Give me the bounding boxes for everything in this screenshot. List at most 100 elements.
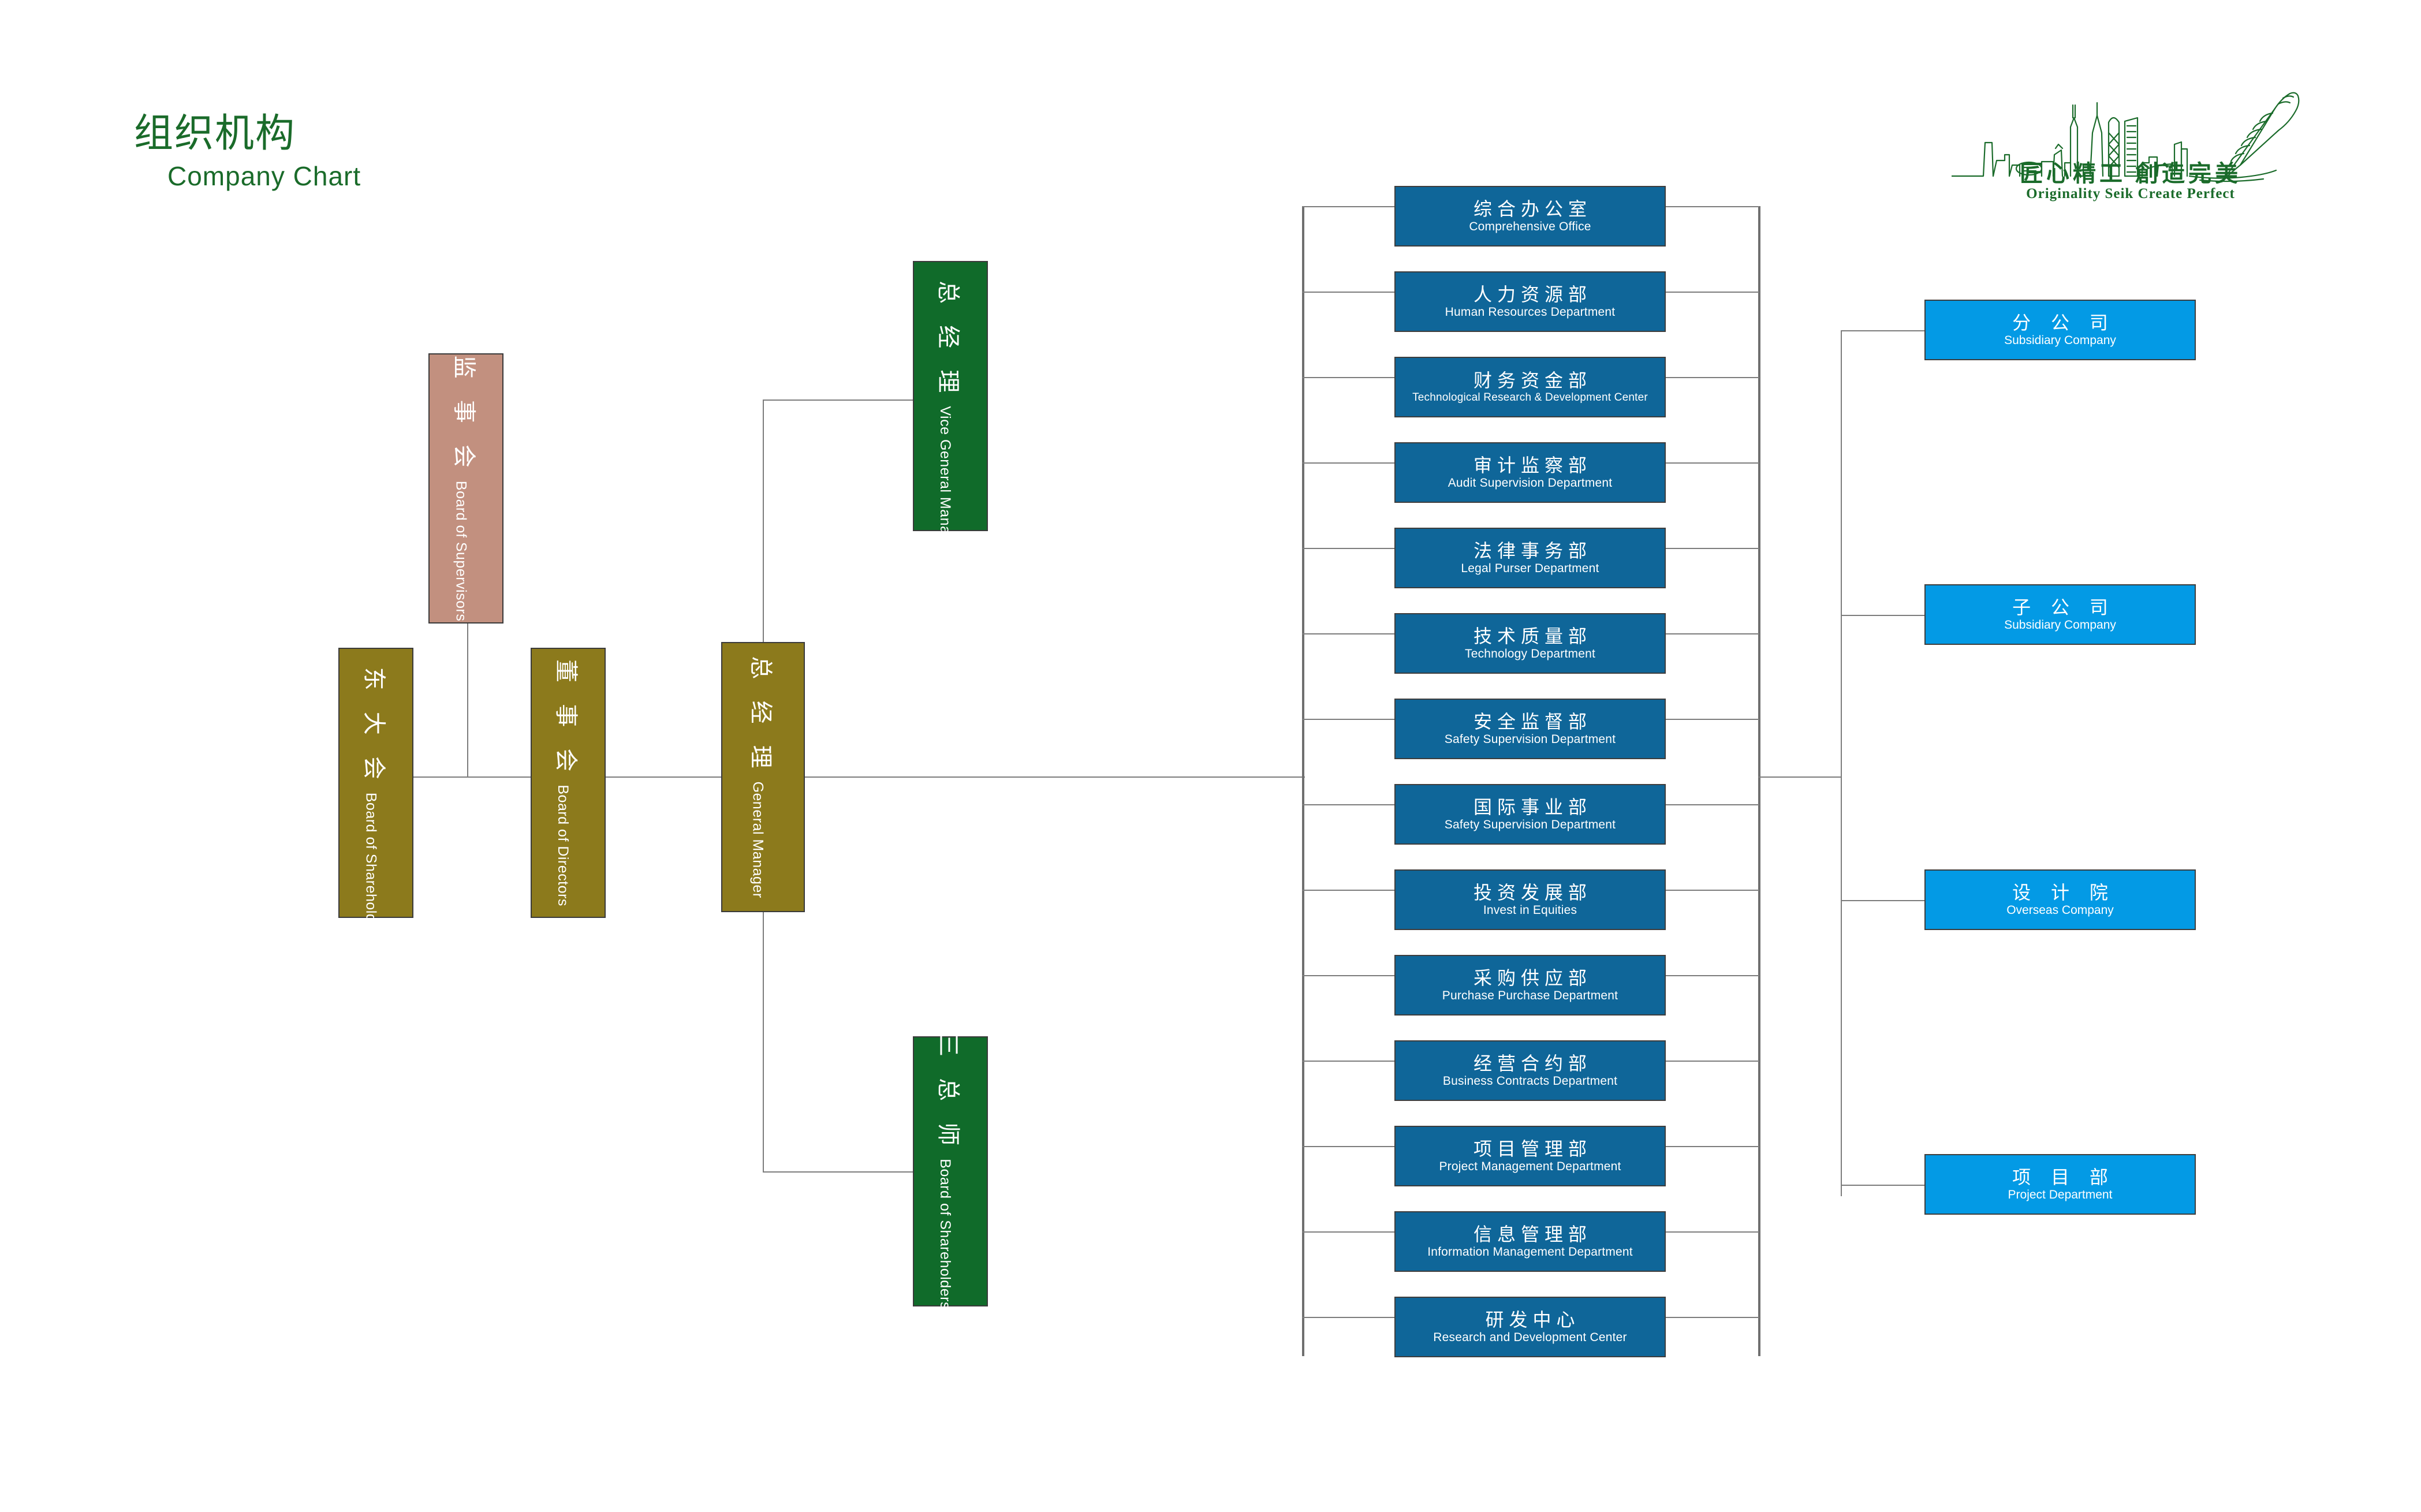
sub-label-cn: 分 公 司: [2012, 312, 2116, 334]
connector-dept-branch: [1302, 1146, 1394, 1147]
connector-dept-branch-right: [1666, 1146, 1759, 1147]
connector-dept-branch-right: [1666, 292, 1759, 293]
connector-dept-branch: [1302, 719, 1394, 720]
dept-label-en: Project Management Department: [1439, 1159, 1621, 1173]
node-label-cn: 总 经 理: [748, 656, 774, 776]
node-label-en: Board of Directors: [555, 785, 572, 906]
dept-label-en: Information Management Department: [1427, 1245, 1633, 1259]
dept-label-cn: 项目管理部: [1473, 1138, 1592, 1159]
connector-dept-branch: [1302, 1061, 1394, 1062]
connector-dept-branch-right: [1666, 206, 1759, 207]
node-three-chief-engineers[interactable]: 三 总 师 Board of Shareholders: [913, 1033, 988, 1309]
page-title-en: Company Chart: [167, 161, 361, 191]
connector-dept-branch: [1302, 1317, 1394, 1318]
connector-dept-branch-right: [1666, 1061, 1759, 1062]
node-department[interactable]: 审计监察部 Audit Supervision Department: [1394, 442, 1666, 503]
node-department[interactable]: 经营合约部 Business Contracts Department: [1394, 1040, 1666, 1101]
dept-label-en: Legal Purser Department: [1461, 561, 1599, 575]
dept-label-en: Technology Department: [1465, 647, 1595, 660]
sub-label-en: Subsidiary Company: [2004, 618, 2116, 632]
node-label-en: Board of Supervisors: [453, 480, 469, 622]
node-general-manager[interactable]: 总 经 理 General Manager: [721, 642, 805, 912]
connector-dept-branch-right: [1666, 1231, 1759, 1233]
node-department[interactable]: 国际事业部 Safety Supervision Department: [1394, 784, 1666, 845]
connector-dept-branch-right: [1666, 890, 1759, 891]
page-title-cn: 组织机构: [134, 111, 296, 155]
dept-label-cn: 投资发展部: [1473, 882, 1592, 903]
connector-dept-branch-right: [1666, 975, 1759, 976]
node-subsidiary[interactable]: 项 目 部 Project Department: [1924, 1154, 2196, 1215]
dept-label-en: Purchase Purchase Department: [1442, 988, 1618, 1002]
node-board-of-supervisors[interactable]: 监 事 会 Board of Supervisors: [428, 353, 503, 624]
sub-label-en: Overseas Company: [2006, 903, 2114, 917]
node-label-en: Vice General Manager: [937, 406, 953, 557]
dept-label-cn: 审计监察部: [1473, 454, 1592, 476]
dept-label-cn: 人力资源部: [1473, 283, 1592, 305]
node-vice-general-manager[interactable]: 副 总 经 理 Vice General Manager: [913, 236, 988, 556]
dept-label-cn: 技术质量部: [1473, 625, 1592, 647]
connector-gm-down-vertical: [763, 912, 764, 1172]
dept-label-en: Human Resources Department: [1445, 305, 1616, 319]
connector-spine-bridge: [1758, 776, 1842, 778]
dept-label-cn: 法律事务部: [1473, 540, 1592, 561]
connector-dept-branch: [1302, 206, 1394, 207]
connector-dept-branch-right: [1666, 377, 1759, 378]
connector-dept-branch: [1302, 292, 1394, 293]
connector-dept-right-spine: [1758, 206, 1760, 1356]
connector-subsidiary-branch: [1841, 330, 1924, 331]
node-department[interactable]: 技术质量部 Technology Department: [1394, 613, 1666, 674]
connector-dept-branch: [1302, 633, 1394, 634]
dept-label-en: Business Contracts Department: [1442, 1074, 1618, 1088]
connector-dept-branch-right: [1666, 719, 1759, 720]
dept-label-cn: 采购供应部: [1473, 967, 1592, 988]
node-label-cn: 三 总 师: [935, 1033, 961, 1153]
node-subsidiary[interactable]: 设 计 院 Overseas Company: [1924, 869, 2196, 930]
node-board-of-shareholders[interactable]: 股 东 大 会 Board of Shareholders: [338, 622, 413, 943]
dept-label-cn: 国际事业部: [1473, 796, 1592, 817]
connector-dept-branch: [1302, 890, 1394, 891]
connector-subsidiary-branch: [1841, 900, 1924, 901]
connector-dept-branch-right: [1666, 633, 1759, 634]
logo-tagline-cn: 匠心精工 創造完美: [2020, 160, 2241, 186]
connector-gm-up-vertical: [763, 400, 764, 642]
dept-label-cn: 经营合约部: [1473, 1052, 1592, 1074]
node-label-en: Board of Shareholders: [363, 792, 379, 943]
dept-label-cn: 安全监督部: [1473, 711, 1592, 732]
node-label-cn: 副 总 经 理: [935, 236, 961, 401]
connector-dept-branch-right: [1666, 548, 1759, 549]
connector-dept-branch: [1302, 548, 1394, 549]
sub-label-cn: 设 计 院: [2012, 882, 2116, 904]
sub-label-en: Project Department: [2008, 1188, 2113, 1201]
node-department[interactable]: 项目管理部 Project Management Department: [1394, 1126, 1666, 1186]
node-department[interactable]: 法律事务部 Legal Purser Department: [1394, 528, 1666, 588]
connector-dept-branch: [1302, 804, 1394, 805]
node-label-en: General Manager: [749, 781, 766, 898]
node-department[interactable]: 采购供应部 Purchase Purchase Department: [1394, 955, 1666, 1016]
connector-dept-left-spine: [1302, 206, 1304, 1356]
logo-tagline-en: Originality Seik Create Perfect: [2026, 186, 2235, 201]
node-department[interactable]: 综合办公室 Comprehensive Office: [1394, 186, 1666, 247]
node-department[interactable]: 信息管理部 Information Management Department: [1394, 1211, 1666, 1272]
node-department[interactable]: 财务资金部 Technological Research & Developme…: [1394, 357, 1666, 417]
connector-dept-branch: [1302, 377, 1394, 378]
connector-subsidiary-spine: [1841, 330, 1842, 1196]
connector-subsidiary-branch: [1841, 1185, 1924, 1186]
connector-dept-branch-right: [1666, 804, 1759, 805]
node-department[interactable]: 研发中心 Research and Development Center: [1394, 1297, 1666, 1357]
dept-label-en: Technological Research & Development Cen…: [1412, 391, 1648, 404]
node-subsidiary[interactable]: 分 公 司 Subsidiary Company: [1924, 300, 2196, 360]
node-department[interactable]: 投资发展部 Invest in Equities: [1394, 869, 1666, 930]
dept-label-en: Safety Supervision Department: [1444, 817, 1616, 831]
skyline-feather-icon: [1952, 92, 2300, 183]
connector-subsidiary-branch: [1841, 615, 1924, 616]
company-logo: 匠心精工 創造完美 Originality Seik Create Perfec…: [1952, 58, 2310, 231]
connector-dept-branch: [1302, 975, 1394, 976]
dept-label-cn: 财务资金部: [1473, 369, 1592, 391]
node-department[interactable]: 人力资源部 Human Resources Department: [1394, 271, 1666, 332]
dept-label-en: Research and Development Center: [1433, 1330, 1627, 1344]
node-department[interactable]: 安全监督部 Safety Supervision Department: [1394, 699, 1666, 759]
dept-label-en: Audit Supervision Department: [1448, 476, 1613, 490]
node-subsidiary[interactable]: 子 公 司 Subsidiary Company: [1924, 584, 2196, 645]
node-board-of-directors[interactable]: 董 事 会 Board of Directors: [531, 648, 606, 918]
